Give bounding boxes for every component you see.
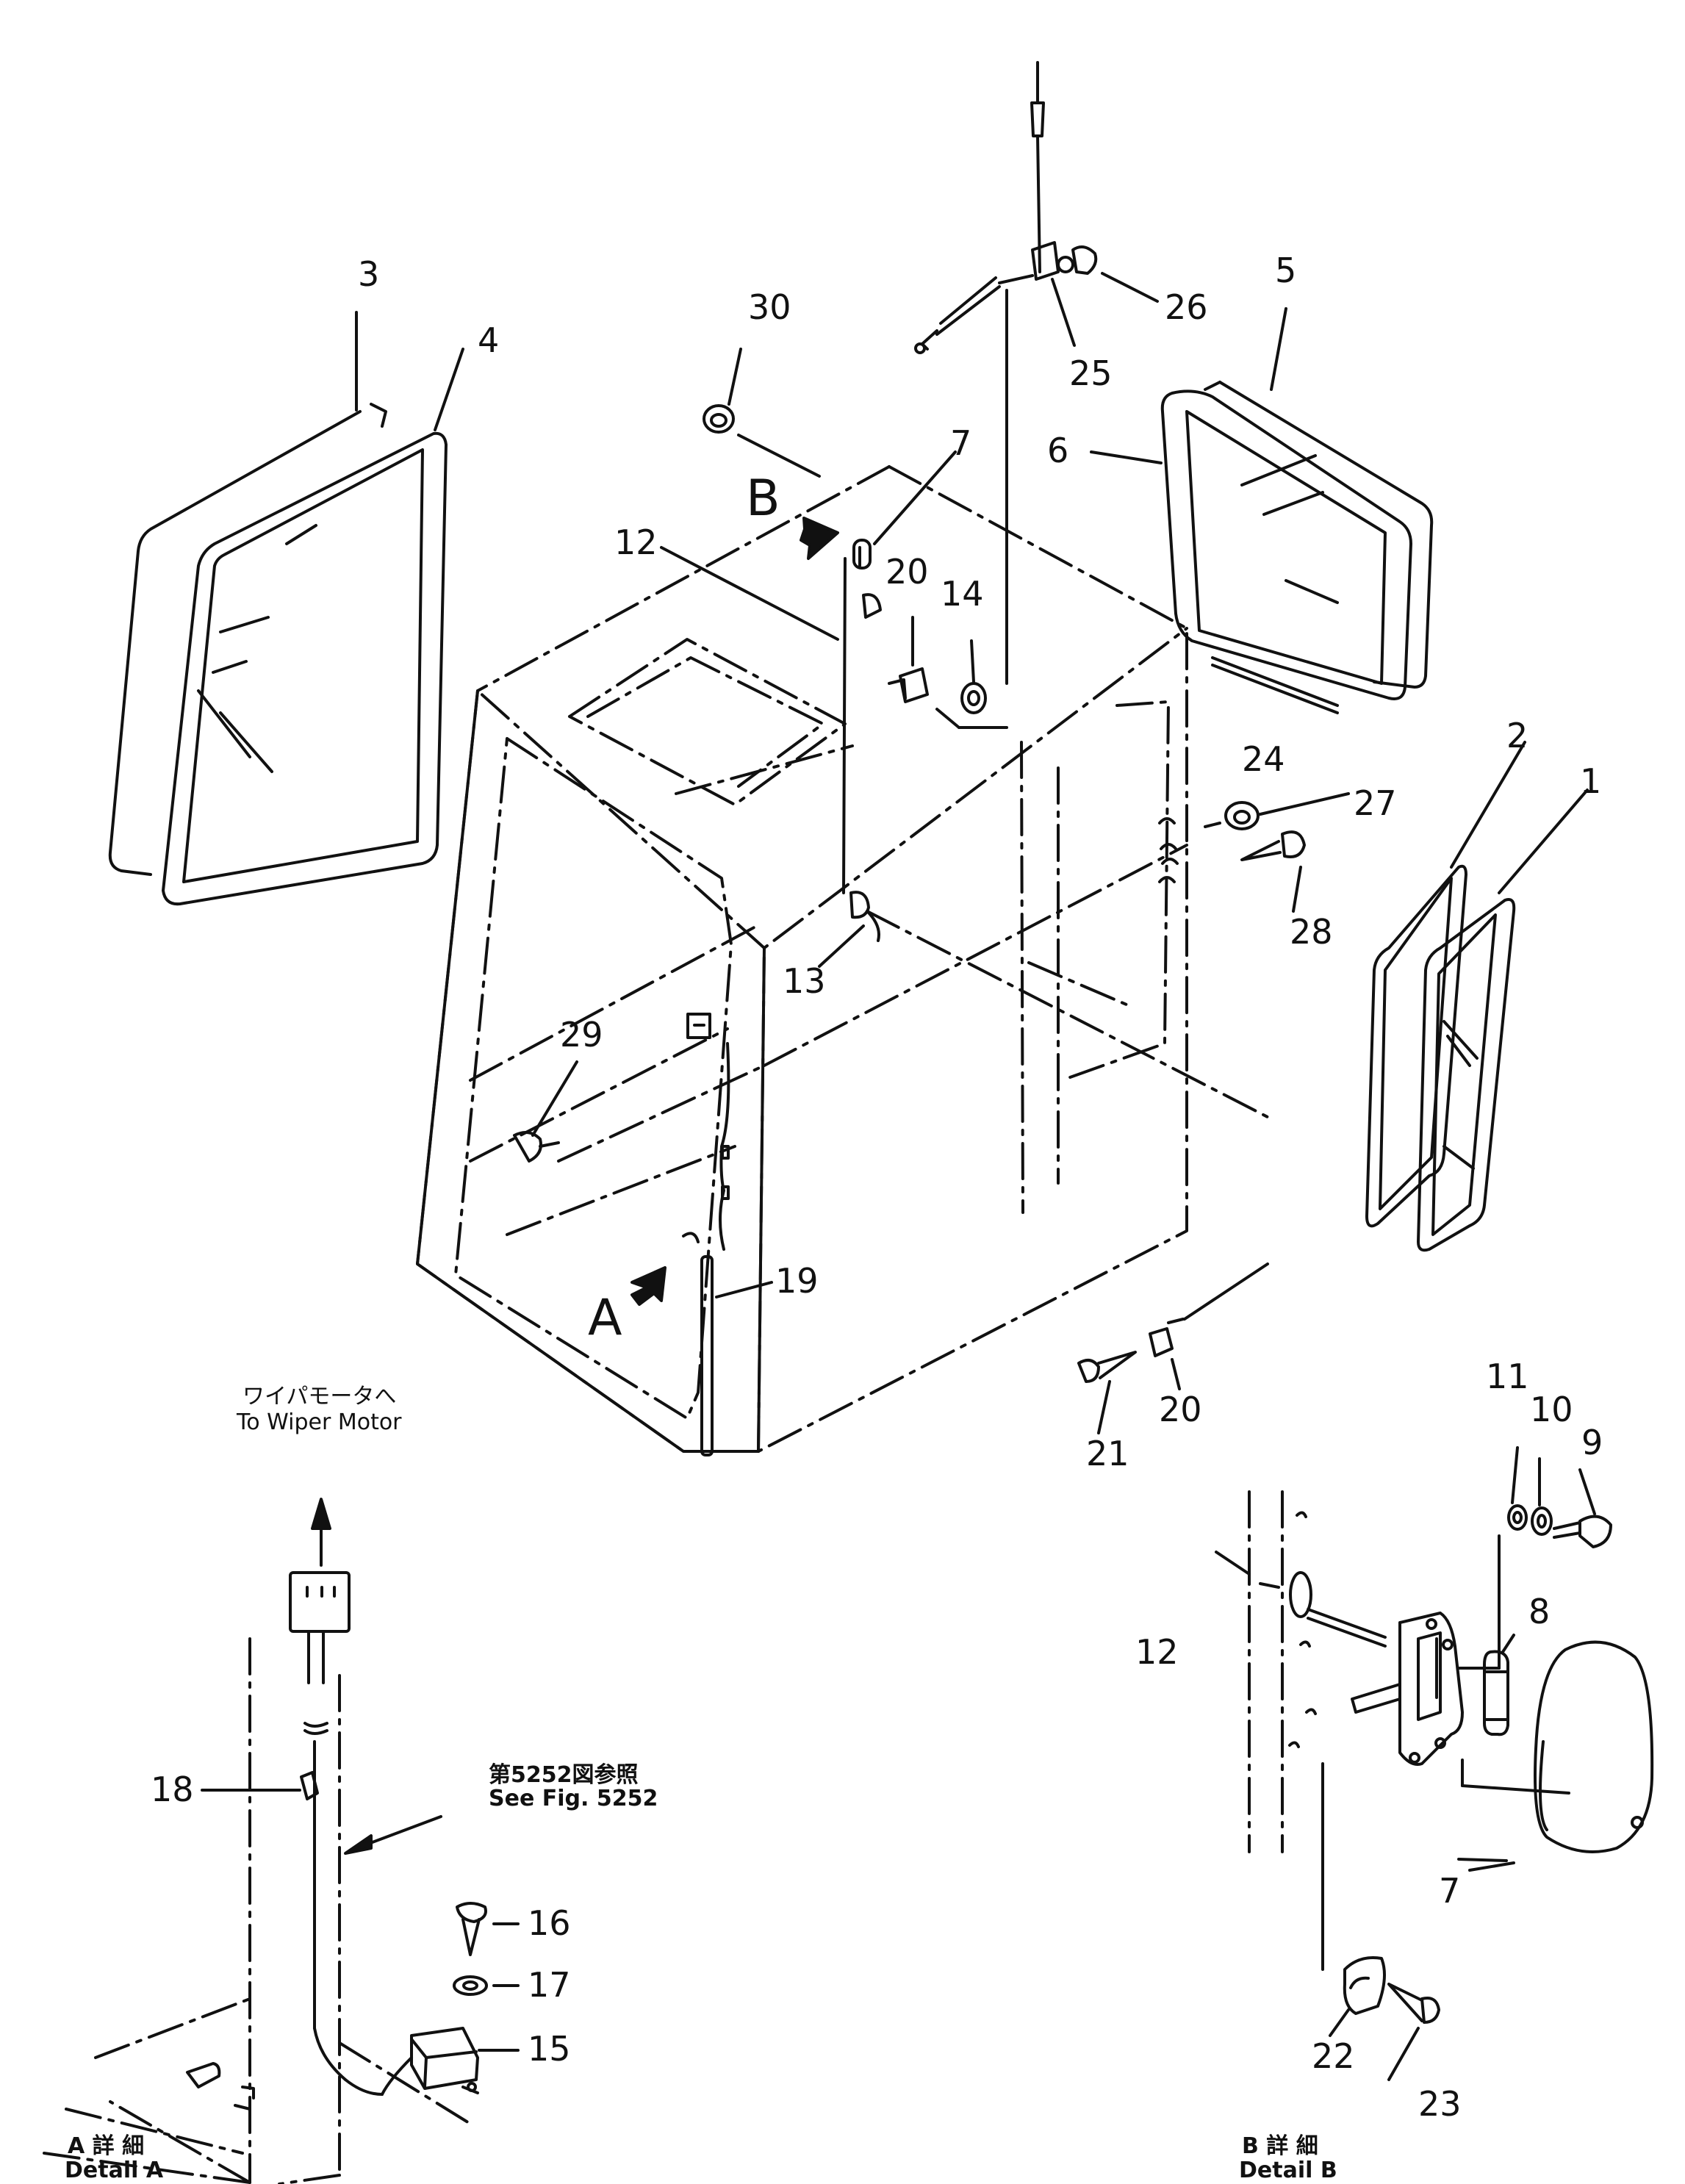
callout-5: 5 xyxy=(1275,251,1297,290)
callout-8: 8 xyxy=(1528,1592,1551,1631)
callout-20-cab: 20 xyxy=(885,552,929,592)
callout-24: 24 xyxy=(1242,739,1285,779)
callout-1: 1 xyxy=(1580,761,1602,801)
wiper-note-en: To Wiper Motor xyxy=(237,1409,402,1435)
callout-6: 6 xyxy=(1047,431,1069,470)
callout-3: 3 xyxy=(358,254,380,294)
view-marker-b: B xyxy=(746,470,780,528)
callout-19: 19 xyxy=(775,1261,819,1301)
callout-22: 22 xyxy=(1312,2036,1355,2076)
detail-a-jp: A 詳 細 xyxy=(68,2133,145,2159)
callout-17: 17 xyxy=(528,1965,571,2005)
callout-27: 27 xyxy=(1354,783,1397,823)
callout-26: 26 xyxy=(1165,287,1208,327)
detail-a-artwork xyxy=(43,1498,520,2184)
detail-b-en: Detail B xyxy=(1239,2158,1337,2183)
callout-10: 10 xyxy=(1530,1390,1573,1429)
leader-lines xyxy=(355,272,1589,1434)
callout-18: 18 xyxy=(151,1770,194,1809)
cab-small-parts xyxy=(513,404,1306,1456)
callout-9: 9 xyxy=(1581,1423,1603,1462)
callout-16: 16 xyxy=(528,1903,571,1943)
window-glass-right-lower xyxy=(1365,864,1516,1252)
callout-20-lower: 20 xyxy=(1159,1390,1202,1429)
callout-14: 14 xyxy=(941,574,984,614)
wiper-note-jp: ワイパモータへ xyxy=(242,1384,397,1409)
callout-12-detail-b: 12 xyxy=(1135,1632,1179,1672)
detail-a-en: Detail A xyxy=(65,2158,164,2183)
fig-ref-en: See Fig. 5252 xyxy=(489,1786,658,1811)
antenna-assembly xyxy=(914,61,1098,729)
view-marker-a: A xyxy=(588,1289,622,1347)
callout-15: 15 xyxy=(528,2029,571,2069)
callout-11: 11 xyxy=(1486,1357,1529,1396)
window-glass-right-upper xyxy=(1160,381,1434,714)
cab-frame xyxy=(416,465,1269,1453)
callout-21: 21 xyxy=(1086,1434,1129,1473)
callout-25: 25 xyxy=(1069,353,1113,393)
callout-2: 2 xyxy=(1506,716,1528,755)
callout-28: 28 xyxy=(1290,912,1333,952)
b-arrow xyxy=(800,517,839,560)
fig-ref-jp: 第5252図参照 xyxy=(489,1762,639,1788)
callout-12-cab: 12 xyxy=(614,522,658,562)
a-arrow xyxy=(630,1266,667,1306)
callout-29: 29 xyxy=(560,1015,603,1055)
detail-b-artwork xyxy=(1215,1446,1654,2081)
callout-13: 13 xyxy=(783,961,826,1001)
callout-4: 4 xyxy=(478,320,500,360)
callout-7-cab: 7 xyxy=(950,423,972,463)
callout-30: 30 xyxy=(748,287,791,327)
window-glass-left xyxy=(108,403,448,906)
callout-23: 23 xyxy=(1418,2084,1462,2124)
callout-7-detail-b: 7 xyxy=(1439,1871,1461,1911)
detail-b-jp: B 詳 細 xyxy=(1242,2133,1318,2159)
